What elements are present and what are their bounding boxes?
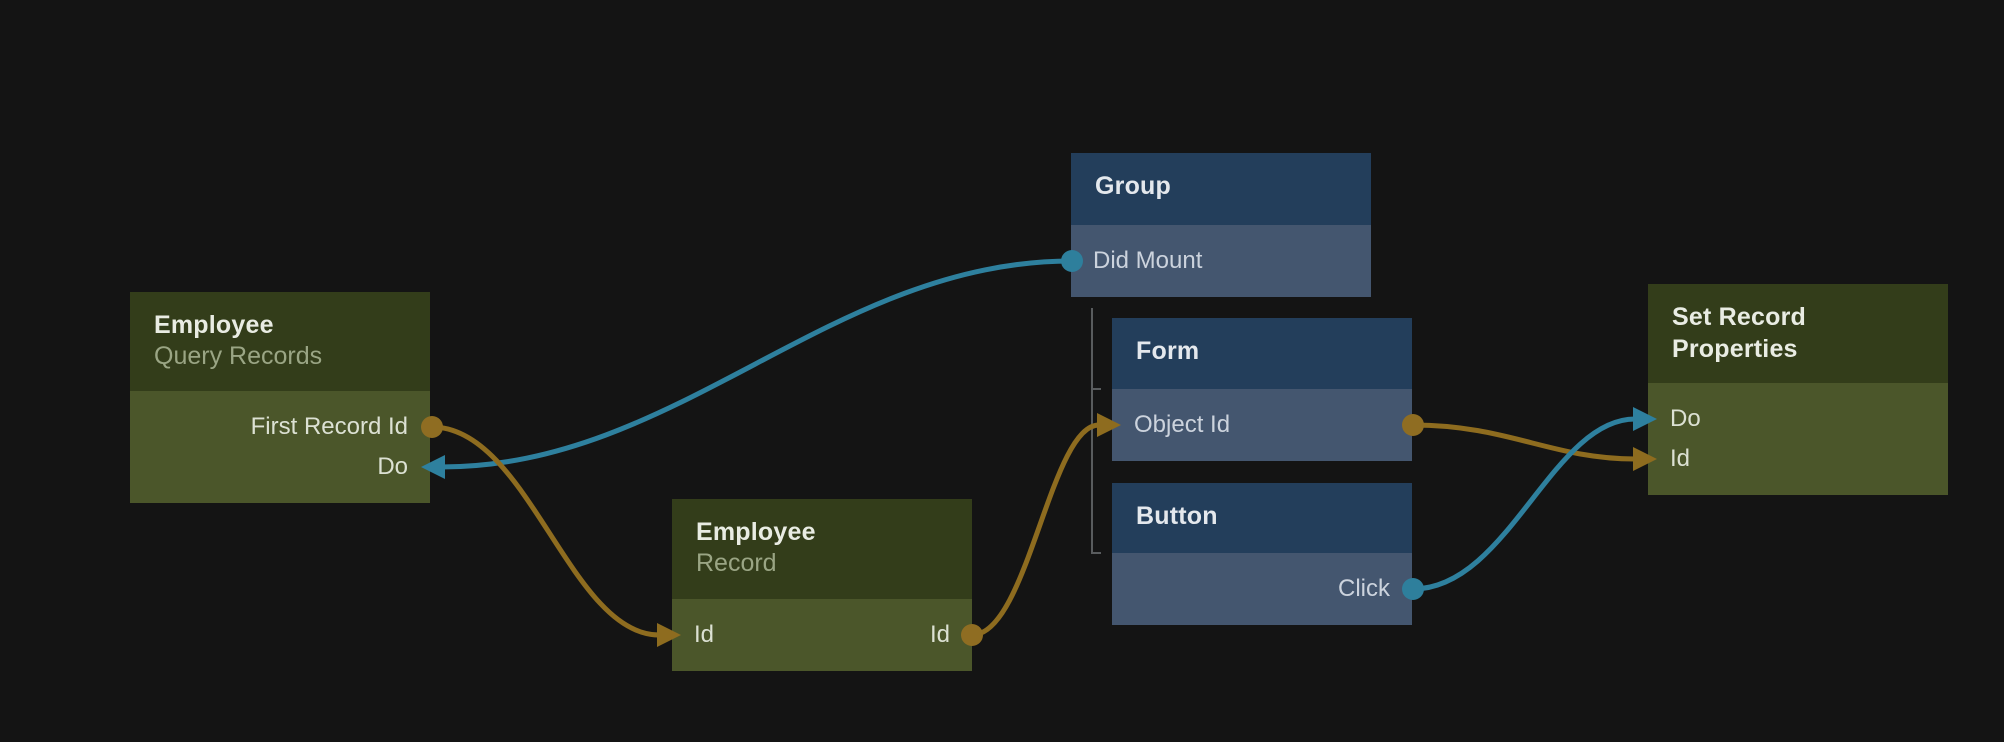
port-do[interactable]: Do [1648,399,1948,439]
node-employee-record[interactable]: Employee Record Id Id [672,499,972,671]
wire-didmount-to-do[interactable] [440,258,1073,470]
port-label: Did Mount [1093,247,1203,274]
port-did-mount[interactable]: Did Mount [1071,241,1371,281]
node-subtitle: Record [696,549,777,577]
port-label: Click [1338,575,1390,602]
node-header: Form [1112,318,1412,389]
wire-firstrecordid-to-id[interactable] [431,424,660,638]
port-label: Object Id [1134,411,1231,438]
port-click[interactable]: Click [1112,569,1412,609]
node-set-record-properties[interactable]: Set Record Properties Do Id [1648,284,1948,495]
hierarchy-line [1091,308,1101,554]
node-title: Set Record Properties [1672,303,1806,363]
node-ports: Id Id [672,599,972,671]
port-do[interactable]: Do [130,447,430,487]
node-ports: Object Id [1112,389,1412,461]
node-title: Employee [696,518,816,546]
port-id-row[interactable]: Id Id [672,615,972,655]
node-subtitle: Query Records [154,342,323,370]
node-ports: Click [1112,553,1412,625]
port-label: Do [377,453,408,480]
node-form[interactable]: Form Object Id [1112,318,1412,461]
port-label: Do [1670,405,1701,432]
wire-id-to-objectid[interactable] [971,422,1100,638]
port-label: Id [1670,445,1691,472]
node-employee-query-records[interactable]: Employee Query Records First Record Id D… [130,292,430,503]
node-header: Employee Query Records [130,292,430,391]
node-title: Form [1136,337,1200,365]
port-object-id[interactable]: Object Id [1112,405,1412,445]
node-header: Employee Record [672,499,972,599]
node-ports: Do Id [1648,383,1948,495]
port-id[interactable]: Id [1648,439,1948,479]
node-group[interactable]: Group Did Mount [1071,153,1371,297]
wire-objectid-to-id[interactable] [1412,422,1636,462]
wire-click-to-do[interactable] [1412,416,1636,592]
node-title: Employee [154,311,274,339]
node-header: Set Record Properties [1648,284,1948,383]
node-ports: Did Mount [1071,225,1371,297]
node-button[interactable]: Button Click [1112,483,1412,625]
port-first-record-id[interactable]: First Record Id [130,407,430,447]
node-header: Button [1112,483,1412,553]
port-id-output-label: Id [929,621,950,648]
node-ports: First Record Id Do [130,391,430,503]
port-id-input-label: Id [694,621,715,648]
port-label: First Record Id [250,413,408,440]
node-header: Group [1071,153,1371,225]
node-title: Button [1136,502,1218,530]
node-title: Group [1095,172,1171,200]
